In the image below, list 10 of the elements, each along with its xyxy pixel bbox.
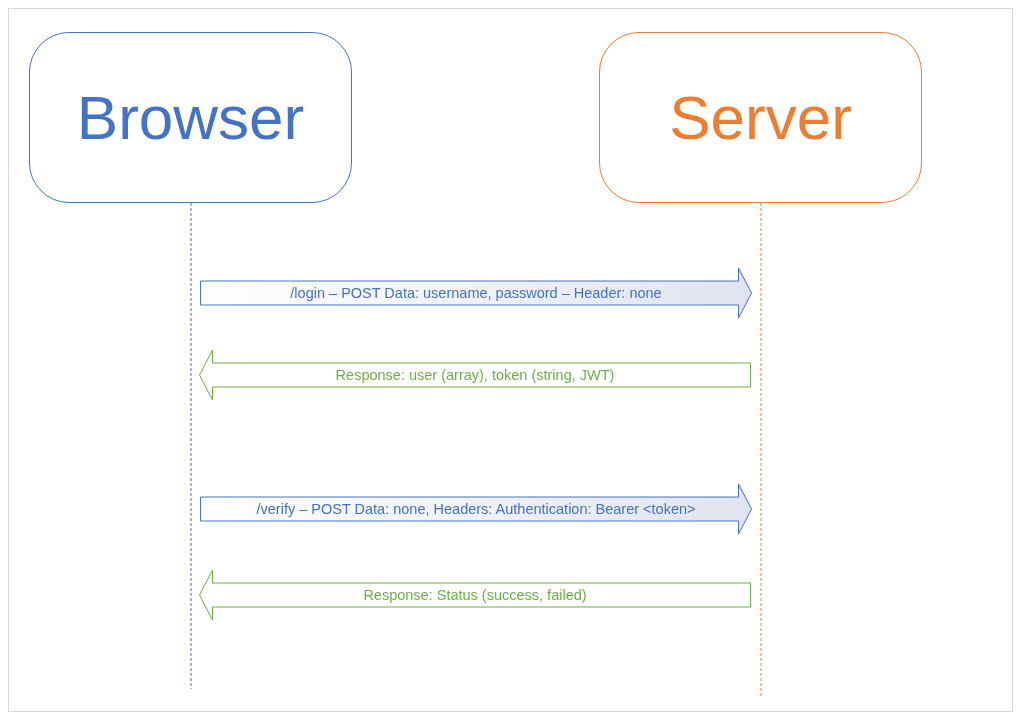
block-arrow [199,569,751,621]
participant-name: Server [669,82,852,153]
participant-name: Browser [76,82,305,153]
message-label: Response: user (array), token (string, JWT) [335,367,615,383]
block-arrow [200,483,752,535]
block-arrow [200,267,752,319]
message-label: /verify – POST Data: none, Headers: Authentication: Bearer <token> [256,501,696,517]
message-label: Response: Status (success, failed) [363,587,587,603]
block-arrow [199,349,751,401]
message-label: /login – POST Data: username, password – Header: none [290,285,662,301]
